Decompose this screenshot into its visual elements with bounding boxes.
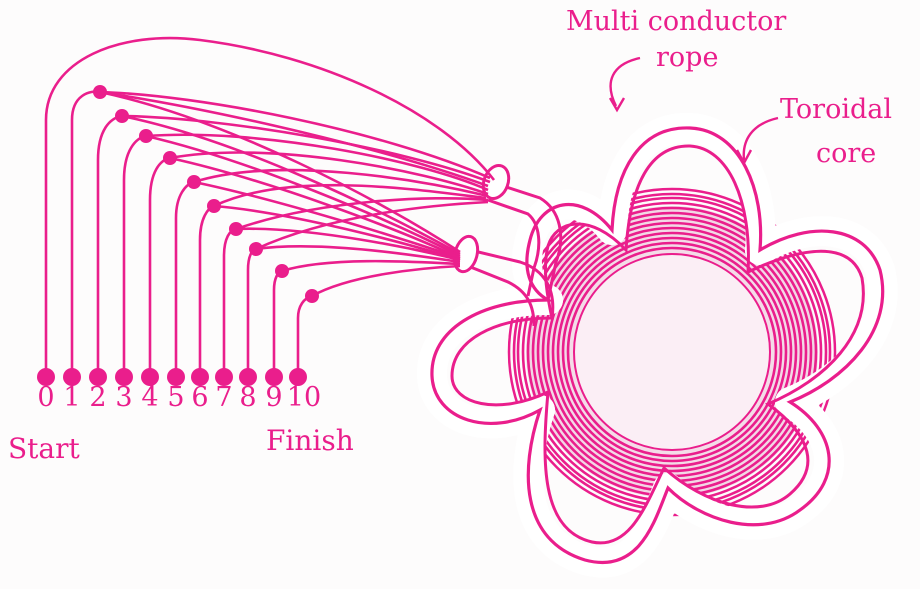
terminal-label-8: 8 (239, 382, 257, 413)
label-finish: Finish (266, 424, 354, 457)
terminal-2 (89, 368, 107, 386)
terminal-label-5: 5 (167, 382, 185, 413)
terminal-label-6: 6 (191, 382, 209, 413)
label-toroidal: Toroidal (780, 94, 892, 125)
terminal-label-10: 10 (286, 382, 322, 413)
terminal-8 (239, 368, 257, 386)
terminal-3 (115, 368, 133, 386)
conductor-wires (44, 36, 496, 375)
terminal-label-3: 3 (115, 382, 133, 413)
label-leader-arrows (608, 56, 779, 166)
wire-junction-dots (93, 85, 319, 303)
terminal-label-9: 9 (265, 382, 283, 413)
terminal-10 (289, 368, 307, 386)
terminal-label-7: 7 (215, 382, 233, 413)
terminal-7 (215, 368, 233, 386)
terminal-label-1: 1 (63, 382, 81, 413)
multi-conductor-rope-wound (417, 113, 898, 578)
terminal-label-0: 0 (37, 382, 55, 413)
label-rope: rope (656, 42, 719, 73)
terminal-6 (191, 368, 209, 386)
label-start: Start (8, 432, 80, 465)
label-multi-conductor: Multi conductor (566, 6, 787, 37)
terminal-1 (63, 368, 81, 386)
terminal-9 (265, 368, 283, 386)
label-core: core (816, 138, 877, 169)
terminal-dots (37, 368, 307, 386)
terminal-4 (141, 368, 159, 386)
terminal-label-2: 2 (89, 382, 107, 413)
terminal-0 (37, 368, 55, 386)
terminal-5 (167, 368, 185, 386)
terminal-label-4: 4 (141, 382, 159, 413)
